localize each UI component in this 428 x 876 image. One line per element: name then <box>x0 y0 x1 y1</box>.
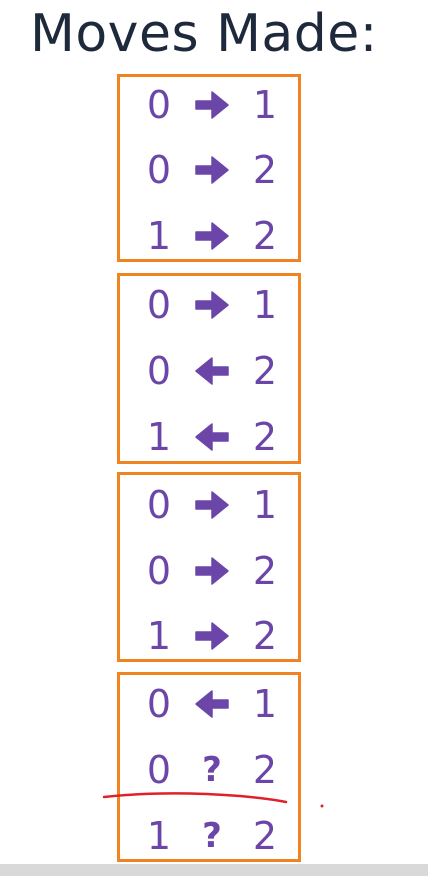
move-from: 0 <box>146 148 172 192</box>
move-row: 0 1 <box>120 85 298 125</box>
move-to: 1 <box>252 83 278 127</box>
move-to: 2 <box>252 549 278 593</box>
move-to: 1 <box>252 283 278 327</box>
move-to: 2 <box>252 349 278 393</box>
move-row: 0 2 <box>120 551 298 591</box>
move-from: 1 <box>146 415 172 459</box>
move-to: 2 <box>252 614 278 658</box>
move-group-2: 0 1 0 2 1 2 <box>117 273 301 464</box>
move-from: 0 <box>146 748 172 792</box>
move-to: 1 <box>252 682 278 726</box>
move-from: 0 <box>146 83 172 127</box>
move-row: 1 ? 2 <box>120 816 298 856</box>
move-to: 2 <box>252 148 278 192</box>
move-from: 1 <box>146 814 172 858</box>
move-to: 1 <box>252 483 278 527</box>
move-row: 1 2 <box>120 216 298 256</box>
move-row: 1 2 <box>120 616 298 656</box>
unknown-direction: ? <box>194 816 230 856</box>
move-group-3: 0 1 0 2 1 2 <box>117 472 301 662</box>
move-row: 0 1 <box>120 684 298 724</box>
move-from: 0 <box>146 483 172 527</box>
move-from: 1 <box>146 614 172 658</box>
left-arrow-icon <box>194 688 230 720</box>
unknown-direction: ? <box>194 750 230 790</box>
move-row: 0 1 <box>120 485 298 525</box>
left-arrow-icon <box>194 355 230 387</box>
right-arrow-icon <box>194 555 230 587</box>
right-arrow-icon <box>194 489 230 521</box>
question-mark: ? <box>202 750 222 790</box>
right-arrow-icon <box>194 220 230 252</box>
right-arrow-icon <box>194 154 230 186</box>
move-from: 0 <box>146 283 172 327</box>
move-row: 0 2 <box>120 150 298 190</box>
move-from: 0 <box>146 549 172 593</box>
page-title: Moves Made: <box>30 4 378 64</box>
right-arrow-icon <box>194 89 230 121</box>
move-to: 2 <box>252 214 278 258</box>
move-from: 1 <box>146 214 172 258</box>
right-arrow-icon <box>194 620 230 652</box>
question-mark: ? <box>202 816 222 856</box>
left-arrow-icon <box>194 421 230 453</box>
move-from: 0 <box>146 349 172 393</box>
move-to: 2 <box>252 415 278 459</box>
move-row: 0 2 <box>120 351 298 391</box>
move-row: 1 2 <box>120 417 298 457</box>
move-to: 2 <box>252 814 278 858</box>
move-row: 0 ? 2 <box>120 750 298 790</box>
bottom-bar <box>0 864 428 876</box>
move-from: 0 <box>146 682 172 726</box>
move-group-4: 0 1 0 ? 2 1 ? 2 <box>117 672 301 862</box>
move-group-1: 0 1 0 2 1 2 <box>117 74 301 262</box>
right-arrow-icon <box>194 289 230 321</box>
red-dot <box>320 804 324 808</box>
move-to: 2 <box>252 748 278 792</box>
move-row: 0 1 <box>120 285 298 325</box>
